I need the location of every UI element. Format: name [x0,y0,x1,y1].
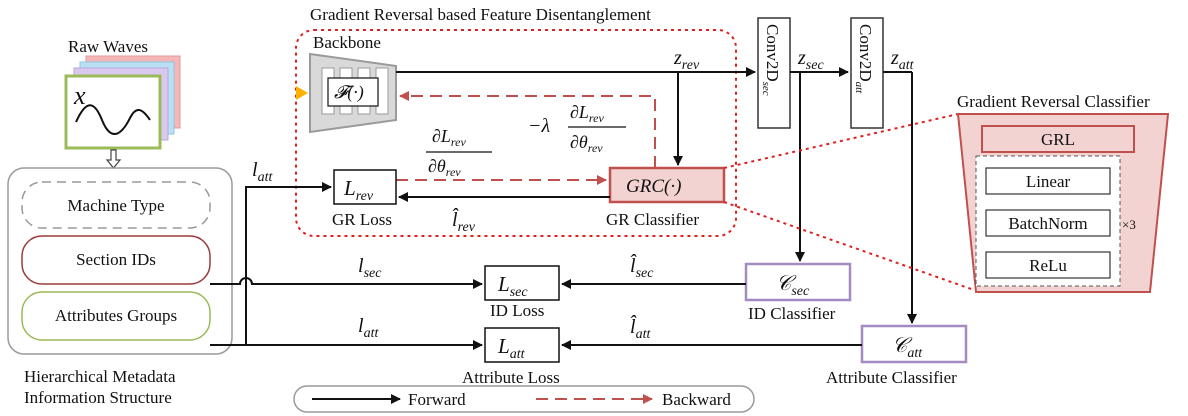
id-loss-caption: ID Loss [490,301,544,320]
metadata-item-machine-type [21,181,211,229]
att-loss-symbol: Latt [497,334,526,362]
grad-den-upper: ∂θ [570,132,588,152]
neg-lambda: −λ [528,115,550,137]
input-symbol: x [73,81,86,110]
l-sec-label: lsec [358,255,382,281]
metadata-item-attributes-groups [21,291,211,341]
gradient-fraction: ∂Lrev ∂θrev [426,126,492,179]
id-loss-symbol: Lsec [497,272,528,300]
zoom-line-bottom [723,201,975,291]
raw-waves-stack: Raw Waves x [64,37,181,150]
l-att-to-gr-loss-arrow [245,182,332,345]
lhat-rev-label: l̂rev [452,207,476,235]
metadata-caption-line2: Information Structure [24,388,172,407]
backbone: Backbone 𝓕(·) [309,33,397,134]
machine-type-label: Machine Type [67,196,164,215]
l-att-label: latt [358,315,379,341]
grc-detail-panel: Gradient Reversal Classifier GRL Linear … [956,92,1170,293]
grad-num-lower: ∂L [432,126,451,146]
conv2d-sec-label: Conv2Dsec [760,24,782,96]
metadata-caption-line1: Hierarchical Metadata [24,367,176,386]
grc-caption: GR Classifier [606,210,699,229]
backbone-func-box [327,77,379,107]
grl-box [981,125,1135,153]
wave-icon [75,104,151,135]
att-loss-caption: Attribute Loss [462,368,560,387]
id-classifier: 𝒞sec ID Classifier [744,262,852,323]
layer-linear [985,167,1111,195]
layer-batchnorm [985,209,1111,237]
raw-waves-label: Raw Waves [68,37,148,56]
legend-frame [293,385,755,413]
zoom-line-top [723,113,959,169]
grc-label: GRC(·) [626,176,681,197]
grl-label: GRL [1041,130,1075,149]
conv2d-att-block: Conv2Datt [850,17,884,129]
backbone-func: 𝓕(·) [334,82,364,103]
gradient-reversal-backward-arrow [399,91,656,168]
repeat-count: ×3 [1122,217,1136,232]
metadata-structure: Machine Type Section IDs Attributes Grou… [7,167,233,355]
legend-forward-label: Forward [408,390,466,409]
legend: Forward Backward [293,385,755,413]
grc-classifier: GRC(·) GR Classifier [606,166,726,229]
metadata-container [7,167,233,355]
gr-loss-caption: GR Loss [332,210,392,229]
hollow-down-arrow-icon [105,149,122,169]
lhat-att-label: l̂att [630,314,651,342]
attribute-loss: Latt Attribute Loss [462,327,560,387]
l-sec-to-id-loss-arrow [210,277,483,289]
conv2d-att-label: Conv2Datt [853,24,875,94]
id-classifier-caption: ID Classifier [748,304,836,323]
section-title: Gradient Reversal based Feature Disentan… [310,5,651,24]
gr-loss: Lrev GR Loss [332,169,397,229]
lhat-sec-label: l̂sec [630,253,654,281]
z-sec-label: zsec [797,47,824,73]
layer-relu-label: ReLu [1029,256,1067,275]
legend-backward-label: Backward [662,390,731,409]
layer-linear-label: Linear [1026,172,1071,191]
l-att-top-label: latt [252,159,273,185]
grc-detail-title: Gradient Reversal Classifier [957,92,1150,111]
attributes-groups-label: Attributes Groups [55,306,177,325]
grad-den-lower: ∂θ [428,156,446,176]
conv2d-sec-block: Conv2Dsec [757,17,791,129]
grad-num-upper: ∂L [570,102,589,122]
metadata-item-section-ids [21,235,211,285]
svg-text:∂θrev: ∂θrev [428,156,461,179]
svg-text:∂θrev: ∂θrev [570,132,603,155]
section-ids-label: Section IDs [76,250,156,269]
neg-lambda-gradient: −λ ∂Lrev ∂θrev [528,102,626,155]
layer-relu [985,251,1111,279]
gr-loss-symbol: Lrev [343,176,374,204]
z-rev-label: zrev [673,47,700,73]
layer-batchnorm-label: BatchNorm [1008,214,1087,233]
svg-text:∂Lrev: ∂Lrev [570,102,604,125]
backbone-label: Backbone [313,33,381,52]
svg-text:∂Lrev: ∂Lrev [432,126,466,149]
attribute-classifier: 𝒞att Attribute Classifier [826,324,968,387]
id-loss: Lsec ID Loss [484,265,560,320]
z-att-label: zatt [890,47,915,73]
att-classifier-caption: Attribute Classifier [826,368,957,387]
